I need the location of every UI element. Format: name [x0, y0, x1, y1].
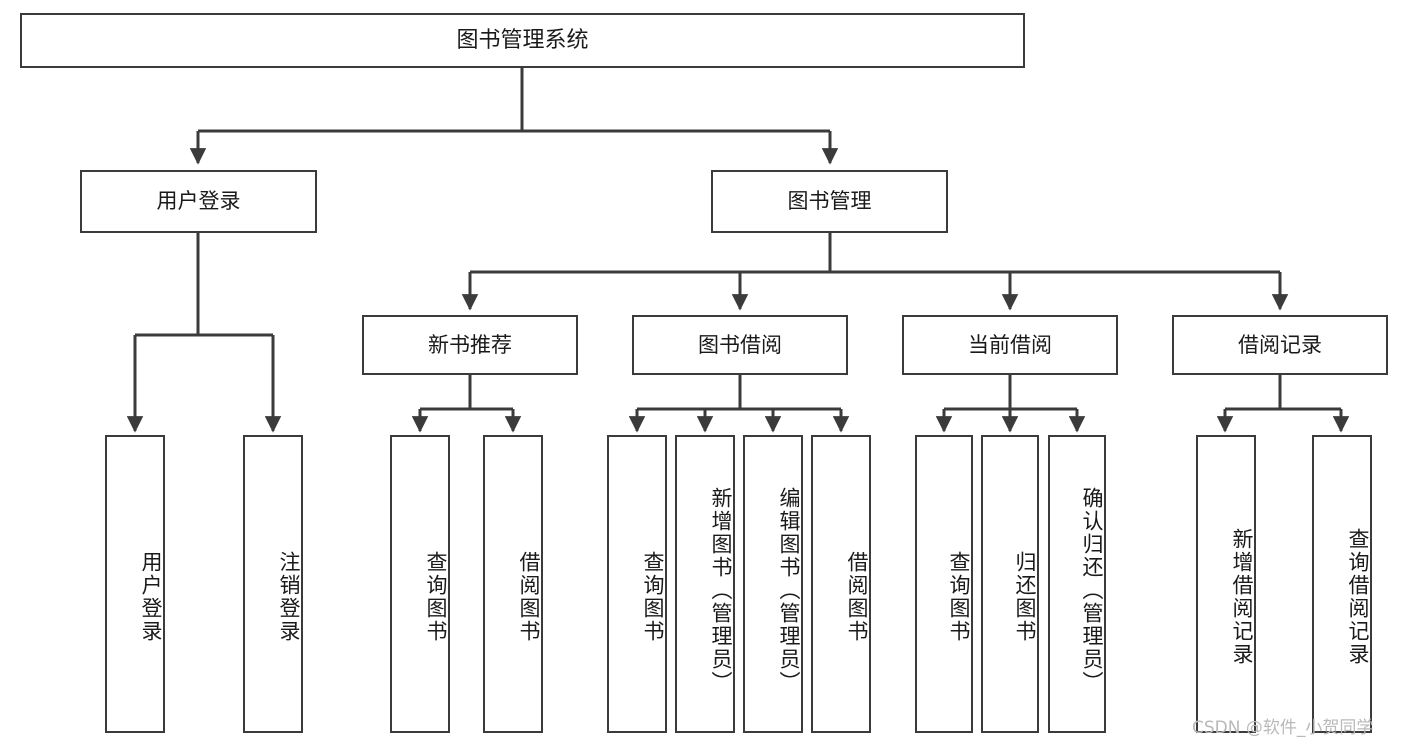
leaf-return-book-label: 归还图书: [1013, 551, 1037, 643]
leaf-query-book-recommend[interactable]: 查询图书: [390, 435, 450, 733]
node-book-borrow[interactable]: 图书借阅: [632, 315, 848, 375]
leaf-borrow-book-borrow[interactable]: 借阅图书: [811, 435, 871, 733]
leaf-return-book[interactable]: 归还图书: [981, 435, 1039, 733]
node-borrow-record[interactable]: 借阅记录: [1172, 315, 1388, 375]
leaf-add-borrow-record[interactable]: 新增借阅记录: [1196, 435, 1256, 733]
leaf-query-borrow-record[interactable]: 查询借阅记录: [1312, 435, 1372, 733]
leaf-query-book-recommend-label: 查询图书: [424, 551, 448, 643]
leaf-edit-book-admin[interactable]: 编辑图书（管理员）: [743, 435, 803, 733]
node-user-login[interactable]: 用户登录: [80, 170, 317, 233]
leaf-query-borrow-record-label: 查询借阅记录: [1346, 528, 1370, 666]
leaf-user-login-label: 用户登录: [139, 551, 163, 643]
node-current-borrow[interactable]: 当前借阅: [902, 315, 1118, 375]
leaf-logout-login-label: 注销登录: [277, 551, 301, 643]
leaf-logout-login[interactable]: 注销登录: [243, 435, 303, 733]
leaf-user-login[interactable]: 用户登录: [105, 435, 165, 733]
leaf-confirm-return-admin-label: 确认归还（管理员）: [1080, 486, 1104, 694]
leaf-add-book-admin-label: 新增图书（管理员）: [709, 486, 733, 694]
leaf-confirm-return-admin[interactable]: 确认归还（管理员）: [1048, 435, 1106, 733]
leaf-add-book-admin[interactable]: 新增图书（管理员）: [675, 435, 735, 733]
node-book-management[interactable]: 图书管理: [711, 170, 948, 233]
leaf-query-book-borrow-label: 查询图书: [641, 551, 665, 643]
leaf-borrow-book-borrow-label: 借阅图书: [845, 551, 869, 643]
leaf-edit-book-admin-label: 编辑图书（管理员）: [777, 486, 801, 694]
node-root-book-management-system[interactable]: 图书管理系统: [20, 13, 1025, 68]
node-new-book-recommend[interactable]: 新书推荐: [362, 315, 578, 375]
watermark: CSDN @软件_小贺同学: [1192, 718, 1374, 738]
leaf-add-borrow-record-label: 新增借阅记录: [1230, 528, 1254, 666]
leaf-query-book-current-label: 查询图书: [947, 551, 971, 643]
leaf-query-book-current[interactable]: 查询图书: [915, 435, 973, 733]
leaf-query-book-borrow[interactable]: 查询图书: [607, 435, 667, 733]
leaf-borrow-book-recommend[interactable]: 借阅图书: [483, 435, 543, 733]
leaf-borrow-book-recommend-label: 借阅图书: [517, 551, 541, 643]
